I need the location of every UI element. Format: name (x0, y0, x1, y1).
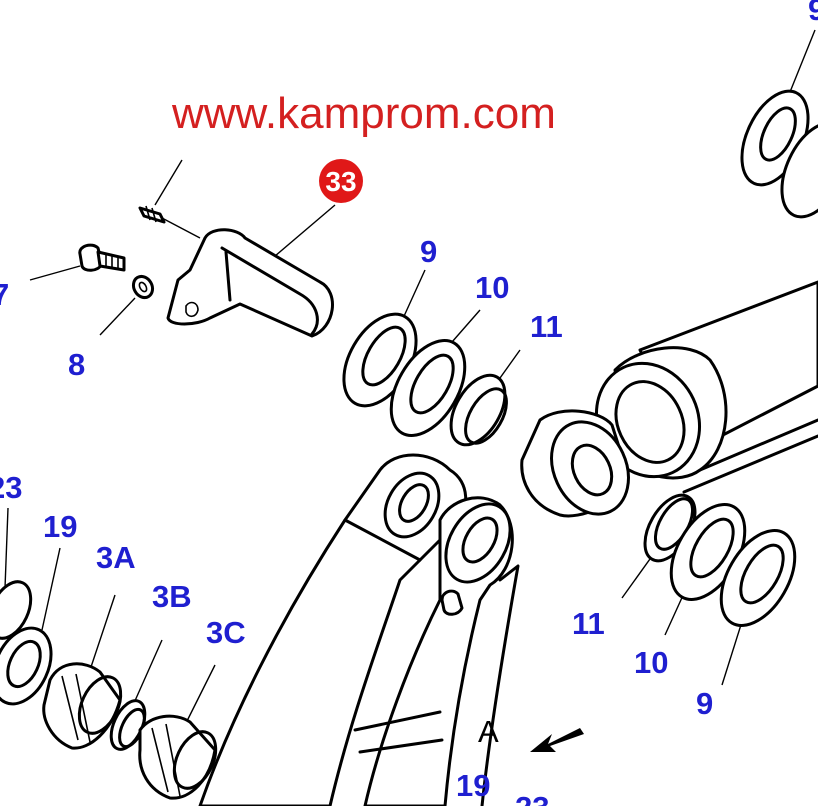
arrow-down-left-icon (530, 728, 584, 752)
washers-bottom-right (643, 493, 797, 627)
callout-11-upper: 11 (530, 309, 563, 344)
pin-part (166, 228, 334, 338)
washer-10-top (389, 339, 467, 437)
view-label-A: A (478, 714, 499, 749)
hydraulic-cylinder (520, 280, 818, 518)
callout-3A: 3A (96, 540, 136, 575)
highlight-badge-label: 33 (325, 166, 356, 197)
callout-10-lower: 10 (634, 645, 668, 680)
bushings-bottom-left (0, 580, 218, 800)
callout-19-bottom: 19 (456, 768, 490, 803)
callout-19-left: 19 (43, 509, 77, 544)
callout-23-left: 23 (0, 470, 22, 505)
callout-23-bottom: 23 (515, 790, 549, 806)
callout-10-upper: 10 (475, 270, 509, 305)
washers-top-right (740, 89, 818, 219)
spacer-11-top (449, 373, 508, 447)
callout-11-lower: 11 (572, 606, 605, 641)
watermark-text: www.kamprom.com (171, 89, 556, 138)
callout-9-top-right: 9 (808, 0, 818, 27)
callout-3B: 3B (152, 579, 192, 614)
bolt-part (78, 243, 126, 272)
callout-3C: 3C (206, 615, 246, 650)
small-washer-part (131, 274, 155, 300)
boom-arm (198, 453, 520, 806)
callout-8: 8 (68, 347, 85, 382)
callout-9-upper: 9 (420, 234, 437, 269)
callout-9-lower: 9 (696, 686, 713, 721)
screw-part (138, 205, 166, 224)
callout-7: 7 (0, 277, 9, 312)
highlight-badge: 33 (319, 159, 363, 203)
